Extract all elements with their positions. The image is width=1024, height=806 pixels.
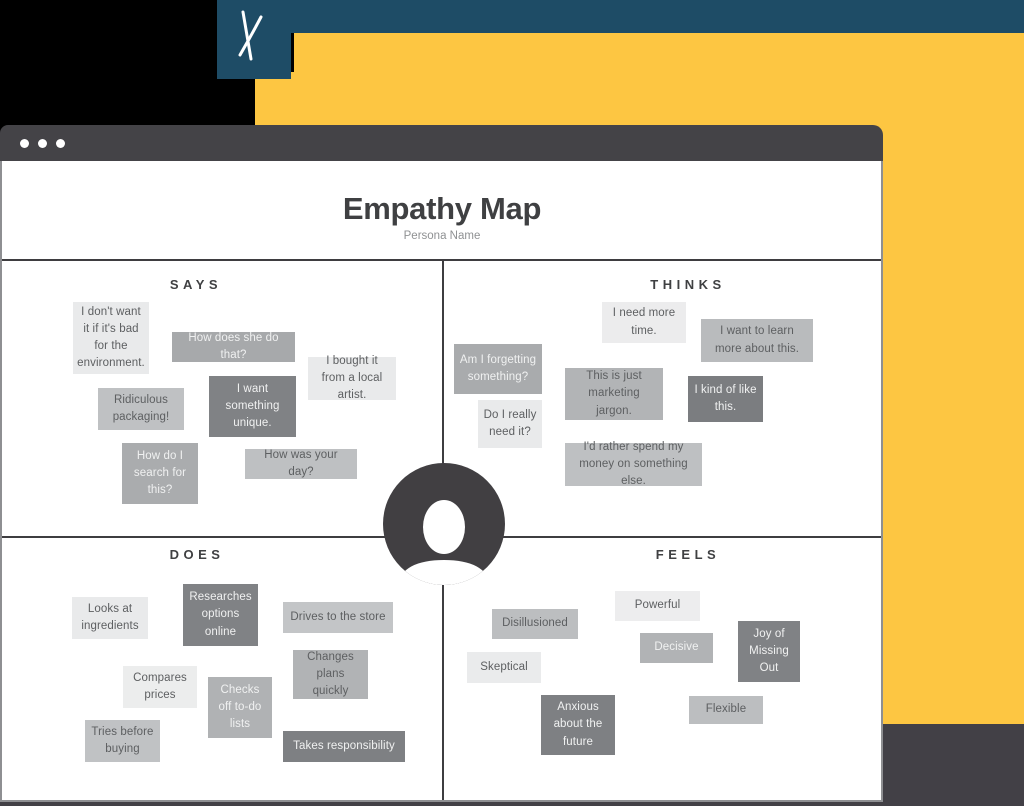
browser-window [0,125,883,802]
browser-titlebar [0,125,883,161]
window-dot-3 [56,138,65,148]
x-scribble-icon [238,10,263,61]
brand-tile [217,0,291,79]
window-dot-2 [38,138,47,148]
window-dot-1 [20,138,29,148]
empathy-map-canvas [0,161,883,802]
teal-accent-band [217,0,1024,33]
